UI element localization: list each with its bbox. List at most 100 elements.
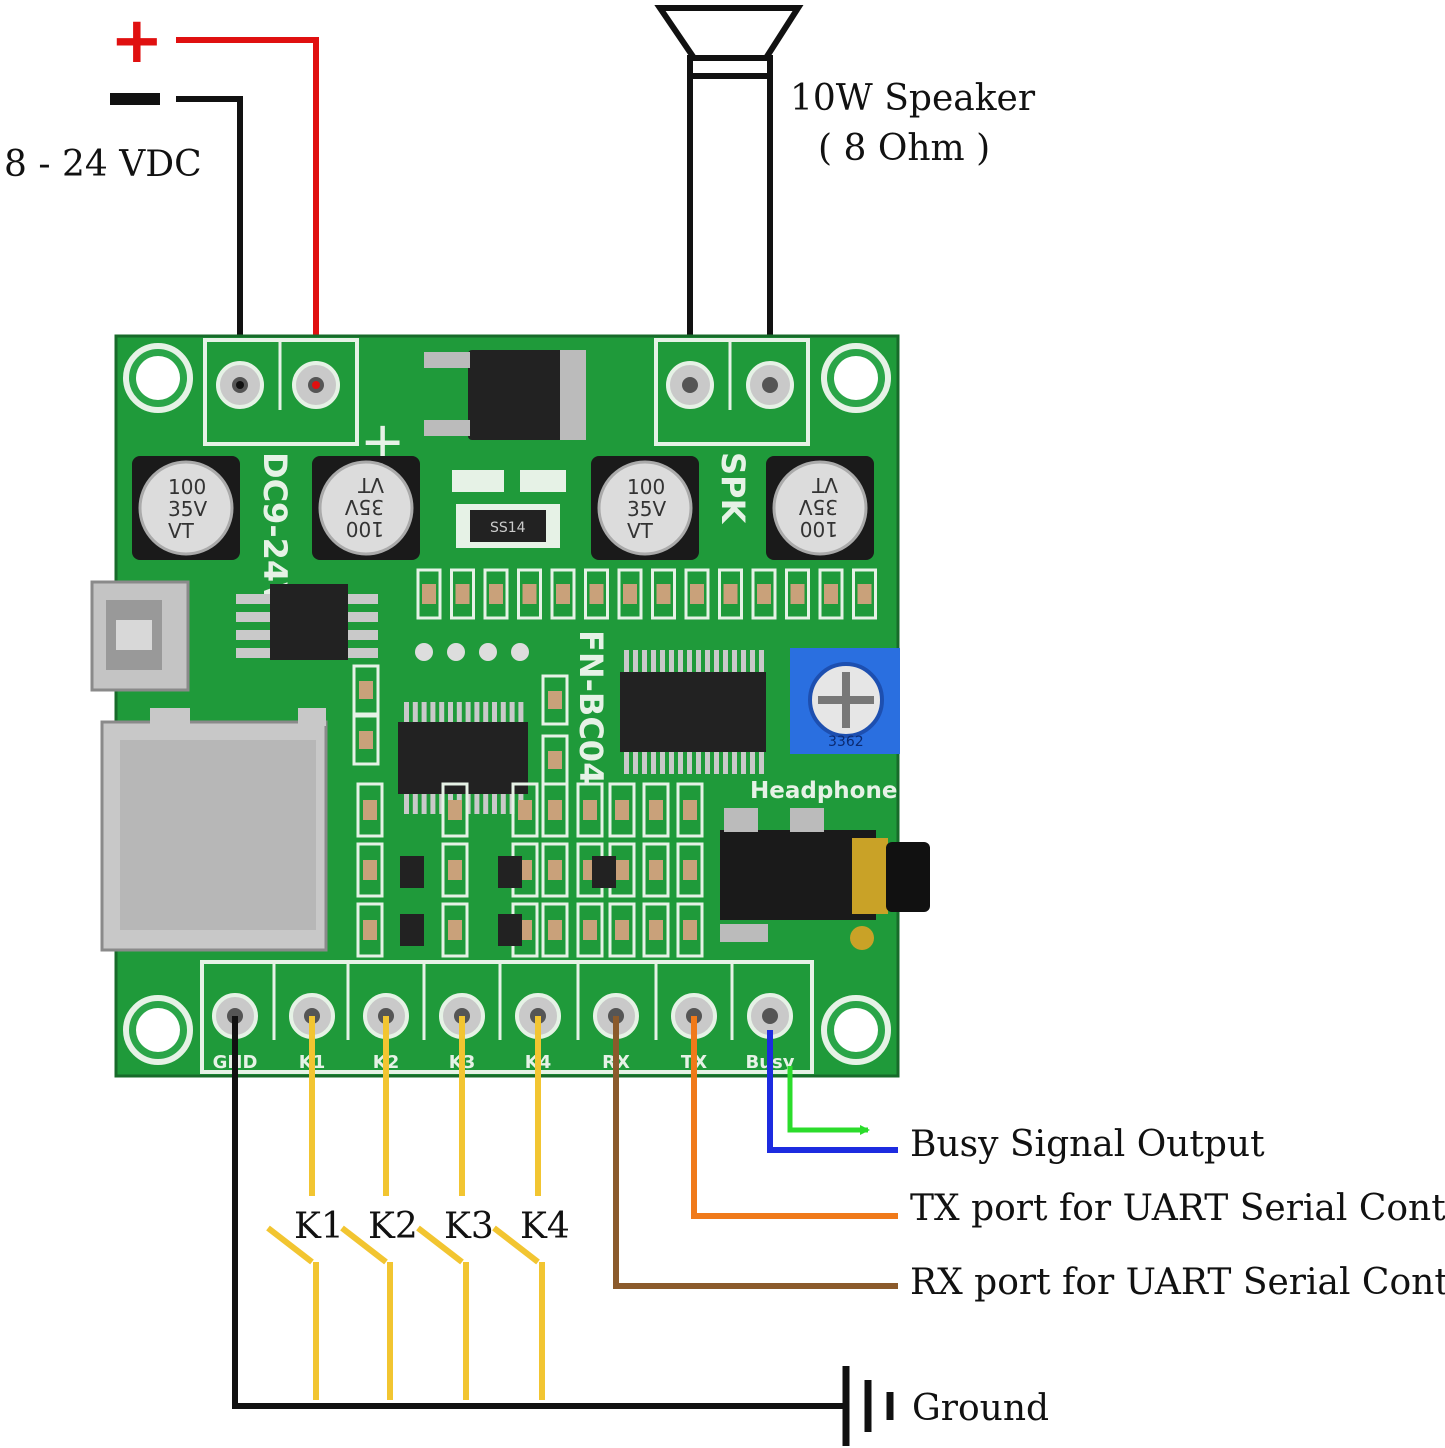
ground-label: Ground <box>912 1388 1049 1429</box>
diode-ss14: SS14 <box>456 504 560 548</box>
ic-pin <box>633 752 638 774</box>
minus-symbol <box>110 93 160 105</box>
ic-pin <box>456 702 462 722</box>
power-terminal <box>203 338 359 446</box>
smd-part <box>608 902 636 958</box>
ic-pin <box>678 650 683 672</box>
smd-part <box>541 674 569 726</box>
resistor <box>852 568 877 620</box>
smd-part <box>441 842 469 898</box>
ic-pin <box>483 794 489 814</box>
smd-part <box>642 902 670 958</box>
ic-pin <box>500 702 506 722</box>
ic-pin <box>759 752 764 774</box>
positive-wire <box>176 37 319 385</box>
ic-pin <box>421 702 427 722</box>
capacitor-marking: VT <box>168 519 195 543</box>
key-switch: K3 <box>416 1016 494 1400</box>
pcb-board: + DC9-24V SPK FN-BC04 Headphone 10035VVT… <box>90 334 930 1078</box>
resistor <box>517 568 542 620</box>
resistor <box>416 568 442 620</box>
key-switch: K1 <box>266 1016 344 1400</box>
ic-pin <box>741 752 746 774</box>
ic-pin <box>669 650 674 672</box>
ic-pin <box>412 702 418 722</box>
smd-part <box>511 782 539 838</box>
speaker-terminal <box>654 338 810 446</box>
resistor-row-top <box>416 568 877 620</box>
smd-part <box>441 782 469 838</box>
ic-pin <box>651 650 656 672</box>
silk-spk-label: SPK <box>714 452 752 525</box>
smd-part <box>356 842 384 898</box>
micro-usb-port <box>90 580 190 692</box>
ic-pin <box>474 702 480 722</box>
resistor <box>483 568 509 620</box>
smd-part <box>541 734 569 786</box>
resistor <box>450 568 475 620</box>
capacitor-marking: 35V <box>168 497 207 521</box>
ic-pin <box>465 702 471 722</box>
ic-pin <box>492 702 497 722</box>
ic-pin <box>669 752 674 774</box>
resistor <box>684 568 710 620</box>
ic-pin <box>687 752 692 774</box>
capacitor-marking: 100 <box>346 517 384 541</box>
resistor <box>550 568 576 620</box>
ic-pin <box>705 650 710 672</box>
ground-symbol <box>842 1366 894 1446</box>
power-supply: + 8 - 24 VDC <box>4 4 319 385</box>
sd-card-slot <box>100 708 328 952</box>
ic-pin <box>421 794 427 814</box>
ic-pin <box>651 752 656 774</box>
speaker: 10W Speaker ( 8 Ohm ) <box>654 5 1036 385</box>
smd-part <box>576 902 604 958</box>
smd-part <box>356 782 384 838</box>
ic-pin <box>678 752 683 774</box>
smd-part <box>676 902 704 958</box>
ic-pin <box>439 702 445 722</box>
key-label: K3 <box>444 1206 494 1247</box>
smd-part <box>642 782 670 838</box>
smd-part <box>608 782 636 838</box>
ic-pin <box>448 702 453 722</box>
resistor <box>584 568 609 620</box>
amp-ic-small <box>236 584 378 660</box>
speaker-magnet-icon <box>687 55 773 79</box>
ic-pin <box>642 752 647 774</box>
ic-pin <box>723 752 728 774</box>
silk-model-label: FN-BC04 <box>572 630 610 784</box>
key-label: K4 <box>520 1206 570 1247</box>
resistor <box>818 568 844 620</box>
ic-pin <box>500 794 506 814</box>
transistor <box>498 914 522 946</box>
smd-part <box>356 902 384 958</box>
ic-pin <box>732 650 737 672</box>
busy-wire <box>767 1030 898 1153</box>
speaker-cone-icon <box>654 5 804 61</box>
smd-part <box>642 842 670 898</box>
ic-pin <box>642 650 647 672</box>
ic-pin <box>750 752 755 774</box>
plus-symbol: + <box>110 4 164 78</box>
speaker-impedance: ( 8 Ohm ) <box>818 128 990 169</box>
smd-part <box>441 902 469 958</box>
ic-pin <box>412 794 418 814</box>
smd-part <box>352 664 380 716</box>
capacitor-marking: 35V <box>627 497 666 521</box>
mounting-holes <box>123 343 891 1065</box>
resistor <box>651 568 676 620</box>
tx-wire <box>691 1016 898 1219</box>
resistor <box>751 568 777 620</box>
ic-pin <box>430 794 436 814</box>
ic-pin <box>714 650 719 672</box>
ic-pin <box>750 650 755 672</box>
ic-pin <box>624 752 629 774</box>
tx-port-label: TX port for UART Serial Control <box>910 1188 1445 1229</box>
ground-wire <box>232 1016 846 1409</box>
